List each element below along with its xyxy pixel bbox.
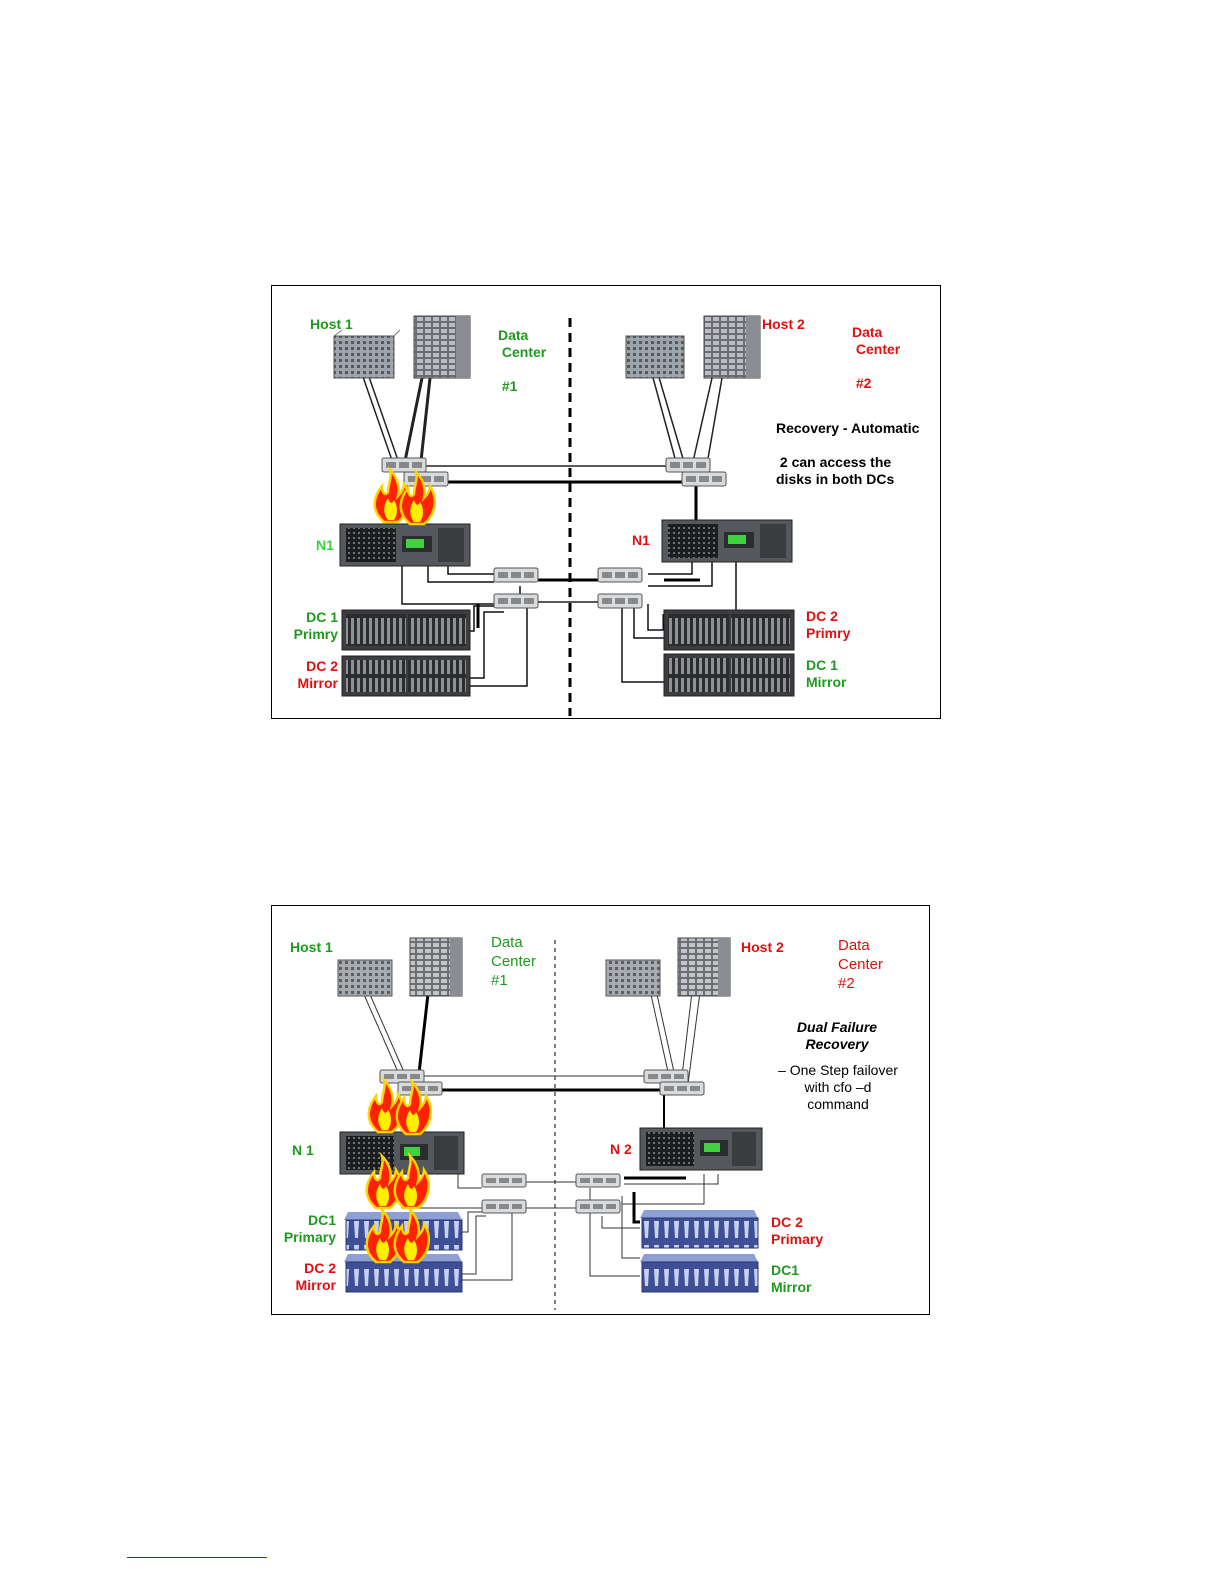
switch-icon (403, 471, 449, 487)
host1-label: Host 1 (290, 939, 333, 955)
dc2-title: Data Center #2 (838, 937, 884, 992)
storage-dc1-mirror-icon (663, 653, 795, 697)
switch-icon (381, 457, 427, 473)
switch-icon (659, 1081, 705, 1096)
host2-server-tower-icon (677, 937, 731, 997)
node-n1-icon (339, 1131, 465, 1175)
diagram-2-graphics (337, 937, 763, 1310)
node-n2-icon (639, 1127, 763, 1171)
dc1-title: Data Center #1 (498, 327, 547, 394)
switch-icon (665, 457, 711, 473)
host2-server-small-icon (605, 959, 661, 997)
host1-server-small-icon (337, 959, 393, 997)
switch-icon (643, 1069, 689, 1084)
dc2-title: Data Center #2 (852, 324, 901, 391)
node-n1-left-icon (339, 523, 471, 567)
storage-dc2-mirror-icon (341, 655, 471, 697)
dc1-mirror-label: DC1 Mirror (771, 1262, 812, 1295)
storage-dc2-primary-icon (663, 609, 795, 651)
host1-label: Host 1 (310, 316, 353, 332)
switch-icon (481, 1199, 527, 1214)
host2-server-tower-icon (703, 315, 761, 379)
host2-label: Host 2 (762, 316, 805, 332)
host2-label: Host 2 (741, 939, 784, 955)
footnote-rule (127, 1557, 267, 1558)
host-cables-right (651, 373, 723, 471)
figure-dual-failure-recovery: Host 1 Host 2 Data Center #1 Data Center… (271, 905, 930, 1315)
node-n1-right-icon (661, 519, 793, 563)
node-n1-label: N 1 (292, 1142, 314, 1158)
host-cables-left (361, 373, 432, 471)
dc1-mirror-label: DC 1 Mirror (806, 657, 847, 690)
switch-icon (493, 567, 539, 583)
figure-recovery-automatic: Host 1 Host 2 Data Center #1 Data Center… (271, 285, 941, 719)
switch-icon (597, 593, 643, 609)
storage-dc2-primary-icon (640, 1210, 759, 1249)
host1-server-tower-icon (409, 937, 463, 997)
diagram-1-graphics (333, 315, 795, 716)
host1-server-small-icon (333, 329, 401, 379)
switch-icon (481, 1173, 527, 1188)
node-right-label: N1 (632, 532, 650, 548)
host2-server-small-icon (625, 335, 685, 379)
dc1-primary-label: DC1 Primary (283, 1212, 336, 1245)
recovery-description: – One Step failover with cfo –d command (778, 1062, 898, 1112)
switch-icon (681, 471, 727, 487)
dc2-mirror-label: DC 2 Mirror (297, 658, 338, 691)
recovery-description: 2 can access the disks in both DCs (776, 454, 895, 487)
dc2-mirror-label: DC 2 Mirror (295, 1260, 336, 1293)
dc1-title: Data Center #1 (491, 934, 537, 989)
node-n2-label: N 2 (610, 1141, 632, 1157)
host1-server-tower-icon (413, 315, 471, 379)
storage-dc1-mirror-icon (640, 1254, 759, 1293)
switch-icon (575, 1199, 621, 1214)
dc1-primary-label: DC 1 Primry (293, 609, 338, 642)
recovery-title: Recovery - Automatic (776, 420, 920, 436)
dc2-primary-label: DC 2 Primary (771, 1214, 824, 1247)
switch-icon (575, 1173, 621, 1188)
switch-icon (493, 593, 539, 609)
storage-dc1-primary-icon (341, 609, 471, 651)
dc2-primary-label: DC 2 Primry (806, 608, 851, 641)
switch-icon (597, 567, 643, 583)
recovery-title: Dual Failure Recovery (796, 1019, 878, 1052)
node-left-label: N1 (316, 537, 334, 553)
